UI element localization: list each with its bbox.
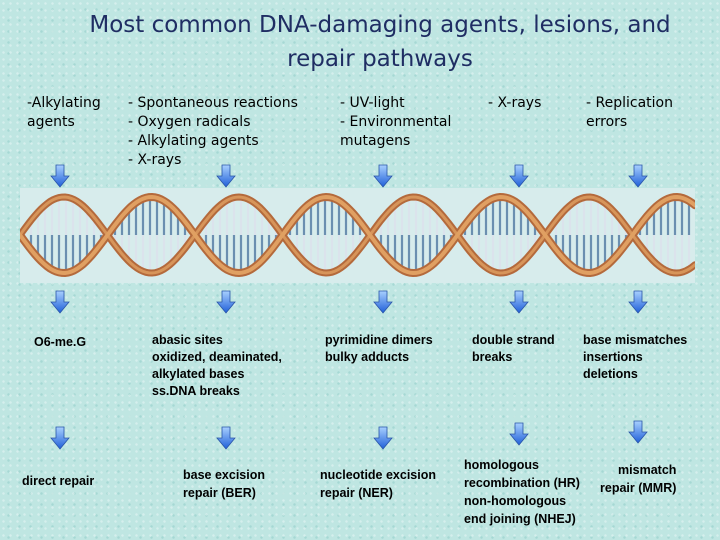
down-arrow-icon [628, 290, 648, 314]
lesion-pyrimidine-group: pyrimidine dimers bulky adducts [325, 333, 433, 364]
agent-alkylating: -Alkylating agents [27, 95, 101, 130]
down-arrow-icon [628, 420, 648, 444]
dna-double-helix-image [20, 188, 695, 283]
agent-xrays: - X-rays [488, 95, 542, 111]
down-arrow-icon [373, 426, 393, 450]
down-arrow-icon [216, 164, 236, 188]
down-arrow-icon [50, 164, 70, 188]
lesion-mismatch-group: base mismatches insertions deletions [583, 333, 688, 381]
down-arrow-icon [50, 426, 70, 450]
down-arrow-icon [509, 290, 529, 314]
down-arrow-icon [509, 164, 529, 188]
agent-spontaneous-group: - Spontaneous reactions - Oxygen radical… [128, 95, 298, 168]
down-arrow-icon [373, 290, 393, 314]
repair-direct: direct repair [22, 474, 95, 488]
agent-replication-errors: - Replication errors [586, 95, 673, 130]
down-arrow-icon [216, 290, 236, 314]
down-arrow-icon [628, 164, 648, 188]
down-arrow-icon [216, 426, 236, 450]
repair-hr-nhej: homologous recombination (HR) non-homolo… [464, 458, 580, 526]
lesion-double-strand-breaks: double strand breaks [472, 333, 555, 364]
repair-ner: nucleotide excision repair (NER) [320, 468, 437, 500]
lesion-abasic-group: abasic sites oxidized, deaminated, alkyl… [152, 333, 282, 398]
page-title: Most common DNA-damaging agents, lesions… [89, 12, 671, 72]
lesion-o6-meg: O6-me.G [34, 335, 87, 349]
repair-ber: base excision repair (BER) [183, 468, 265, 500]
agent-uv-group: - UV-light - Environmental mutagens [340, 95, 452, 149]
down-arrow-icon [373, 164, 393, 188]
repair-mmr: mismatch repair (MMR) [600, 463, 677, 495]
down-arrow-icon [509, 422, 529, 446]
down-arrow-icon [50, 290, 70, 314]
